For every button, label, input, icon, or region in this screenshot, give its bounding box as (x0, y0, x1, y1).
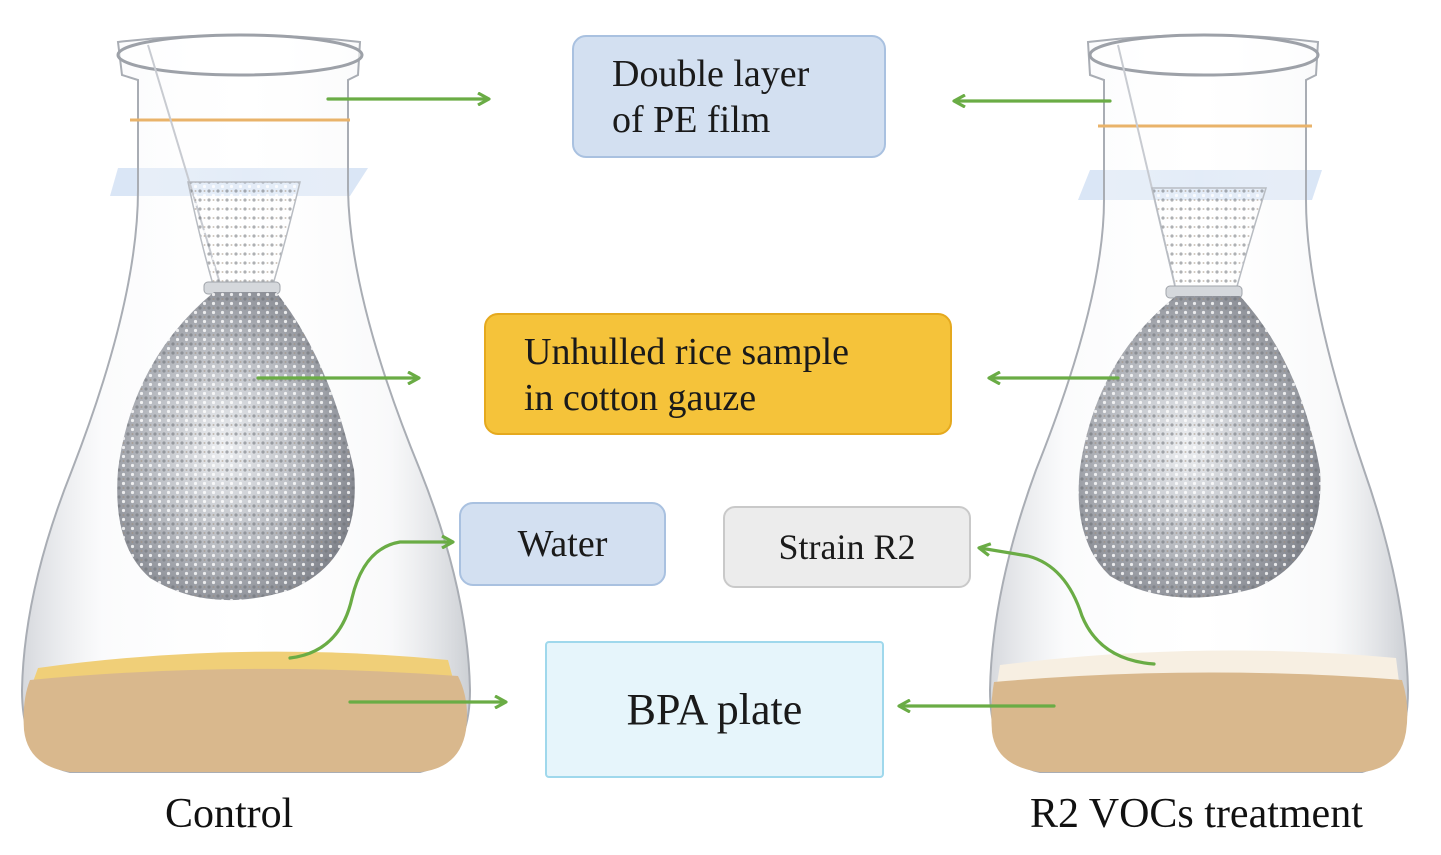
treatment-flask (988, 33, 1410, 773)
arrow-water (288, 542, 452, 660)
arrows (256, 99, 1156, 706)
pe-film-label-line2: of PE film (612, 99, 771, 141)
flask-rim (1088, 33, 1320, 77)
flask-rim (116, 33, 364, 77)
strain-r2-label: Strain R2 (723, 506, 971, 588)
water-label: Water (459, 502, 666, 586)
rice-sample-label-line1: Unhulled rice sample (524, 331, 850, 373)
agar-medium (991, 672, 1408, 772)
treatment-caption: R2 VOCs treatment (1030, 791, 1363, 837)
control-caption: Control (165, 791, 294, 837)
rice-sample-label-line2: in cotton gauze (524, 377, 757, 419)
pe-film-label: Double layer of PE film (572, 35, 886, 158)
agar-medium (23, 668, 467, 772)
rice-gauze-texture (1078, 296, 1321, 598)
rice-sample-label: Unhulled rice sample in cotton gauze (484, 313, 952, 435)
bpa-plate-label: BPA plate (545, 641, 884, 778)
pe-film-label-line1: Double layer (612, 53, 810, 95)
rice-gauze-texture (117, 292, 355, 601)
arrow-strain (980, 548, 1156, 666)
control-flask (20, 33, 472, 773)
